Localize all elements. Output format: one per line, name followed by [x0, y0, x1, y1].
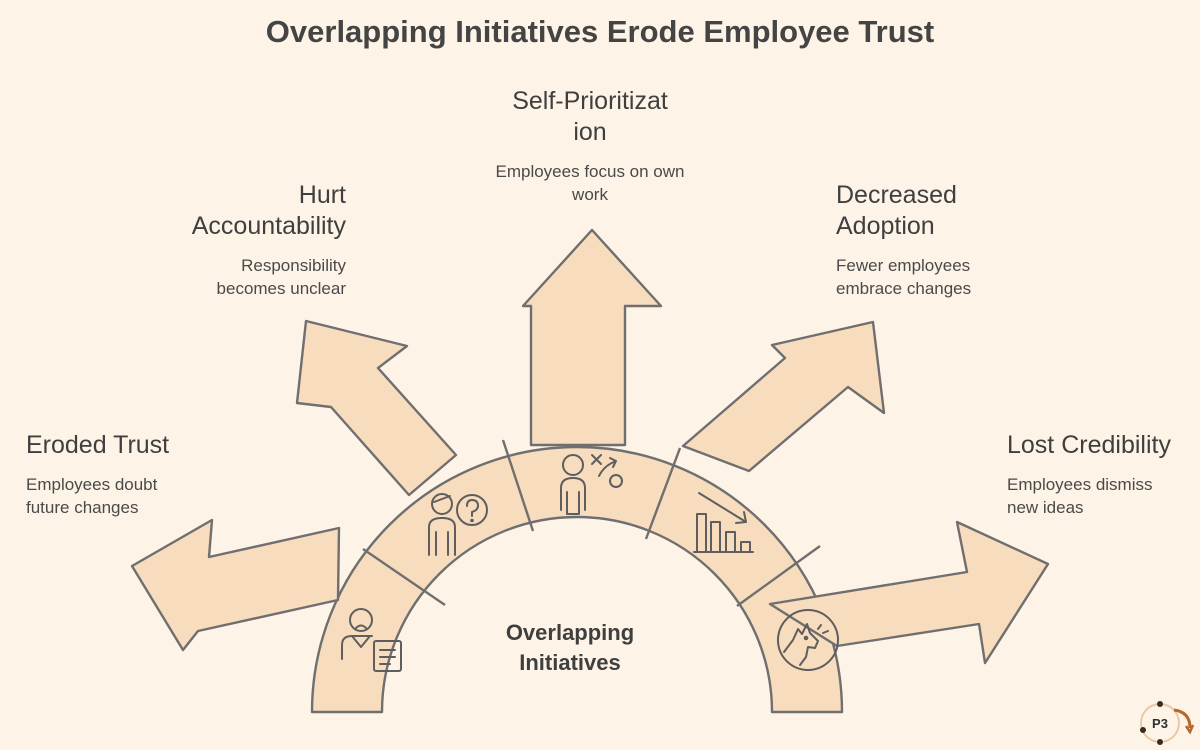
crying-wolf-icon [777, 609, 839, 671]
separator-2 [501, 439, 535, 532]
branch-title: Self-Prioritization [512, 87, 668, 146]
separator-1 [362, 548, 446, 606]
center-label: Overlapping Initiatives [480, 618, 660, 678]
frustrated-person-with-document-icon [341, 608, 402, 672]
branch-description: Employees doubt future changes [26, 475, 158, 517]
branch-description: Employees dismiss new ideas [1007, 475, 1153, 517]
branch-eroded-trust: Eroded Trust Employees doubt future chan… [26, 430, 226, 519]
branch-decreased-adoption: Decreased Adoption Fewer employees embra… [836, 180, 1036, 300]
branch-description: Employees focus on own work [495, 162, 685, 204]
branch-title: Lost Credibility [1007, 431, 1171, 459]
person-with-strategy-icon [560, 454, 623, 515]
logo-text: P3 [1152, 716, 1168, 731]
branch-self-prioritization: Self-Prioritization Employees focus on o… [490, 86, 690, 206]
branch-lost-credibility: Lost Credibility Employees dismiss new i… [1007, 430, 1197, 519]
arrow-decreased-adoption [681, 320, 886, 473]
arrow-eroded-trust [130, 518, 341, 652]
branch-title: Decreased Adoption [836, 181, 957, 240]
branch-title: Hurt Accountability [191, 181, 346, 240]
arrow-self-prioritization [521, 228, 663, 447]
separator-3 [644, 447, 682, 540]
person-with-question-icon [428, 493, 488, 556]
p3-logo: P3 [1140, 701, 1194, 745]
declining-bar-chart-icon [693, 492, 754, 553]
branch-description: Responsibility becomes unclear [216, 256, 346, 298]
branch-hurt-accountability: Hurt Accountability Responsibility becom… [146, 180, 346, 300]
branch-description: Fewer employees embrace changes [836, 256, 972, 298]
arrow-hurt-accountability [295, 319, 458, 497]
separator-4 [736, 545, 821, 607]
diagram-title: Overlapping Initiatives Erode Employee T… [265, 14, 935, 49]
center-label-line-2: Initiatives [519, 650, 621, 675]
branch-title: Eroded Trust [26, 431, 170, 459]
center-label-line-1: Overlapping [505, 620, 635, 645]
arrow-lost-credibility [768, 520, 1050, 665]
